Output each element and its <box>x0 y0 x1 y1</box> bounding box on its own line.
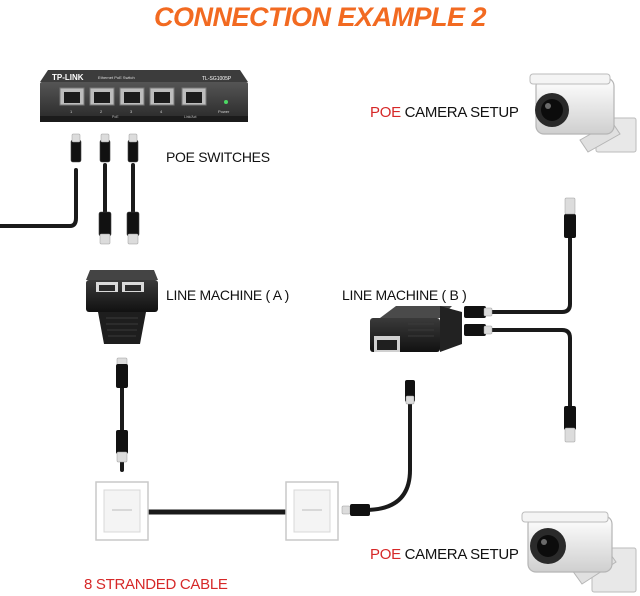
label-camera-top-suffix: CAMERA SETUP <box>400 104 519 121</box>
splitter-b-plugs <box>405 197 576 443</box>
wall-plate-1 <box>95 481 149 541</box>
splitter-b-device <box>370 306 462 352</box>
plate-2-plug <box>341 504 370 516</box>
label-camera-bottom: POE CAMERA SETUP <box>370 546 519 563</box>
port-number-3: 3 <box>130 109 133 114</box>
label-camera-top: POE CAMERA SETUP <box>370 104 519 121</box>
label-line-machine-a: LINE MACHINE ( A ) <box>166 287 289 303</box>
wall-plate-2 <box>285 481 339 541</box>
port-caption-link: Link/Act <box>184 115 196 119</box>
label-poe-switches: POE SWITCHES <box>166 149 270 165</box>
label-camera-top-prefix: POE <box>370 104 401 121</box>
camera-bottom-device <box>521 511 637 593</box>
power-caption: Power <box>218 109 230 114</box>
label-stranded-cable: 8 STRANDED CABLE <box>84 576 228 593</box>
splitter-a-down-plugs <box>116 357 128 463</box>
poe-switch-device: TP-LINK Ethernet PoE Switch TL-SG1005P 1… <box>40 70 248 122</box>
port-caption-poe: PoE <box>112 115 119 119</box>
port-number-1: 1 <box>70 109 73 114</box>
switch-model: TL-SG1005P <box>202 76 232 82</box>
label-camera-bottom-prefix: POE <box>370 546 401 563</box>
uplink-cable <box>0 168 78 228</box>
diagram-title: CONNECTION EXAMPLE 2 <box>153 2 487 32</box>
rj45-plugs <box>70 139 140 237</box>
port-number-2: 2 <box>100 109 103 114</box>
splitter-a-device <box>86 270 158 344</box>
cable-b-to-bottom-camera <box>486 328 572 412</box>
label-line-machine-b: LINE MACHINE ( B ) <box>342 287 467 303</box>
switch-ports <box>59 87 207 106</box>
cables <box>0 163 572 515</box>
port-number-4: 4 <box>160 109 163 114</box>
cable-plate-to-b <box>343 398 412 512</box>
switch-subtitle: Ethernet PoE Switch <box>98 75 135 80</box>
switch-brand: TP-LINK <box>52 73 84 82</box>
rj45-plug-tips <box>71 133 139 245</box>
cable-b-to-top-camera <box>486 236 572 314</box>
label-camera-bottom-suffix: CAMERA SETUP <box>400 546 519 563</box>
power-led-icon <box>224 100 228 104</box>
camera-top-device <box>529 73 637 153</box>
